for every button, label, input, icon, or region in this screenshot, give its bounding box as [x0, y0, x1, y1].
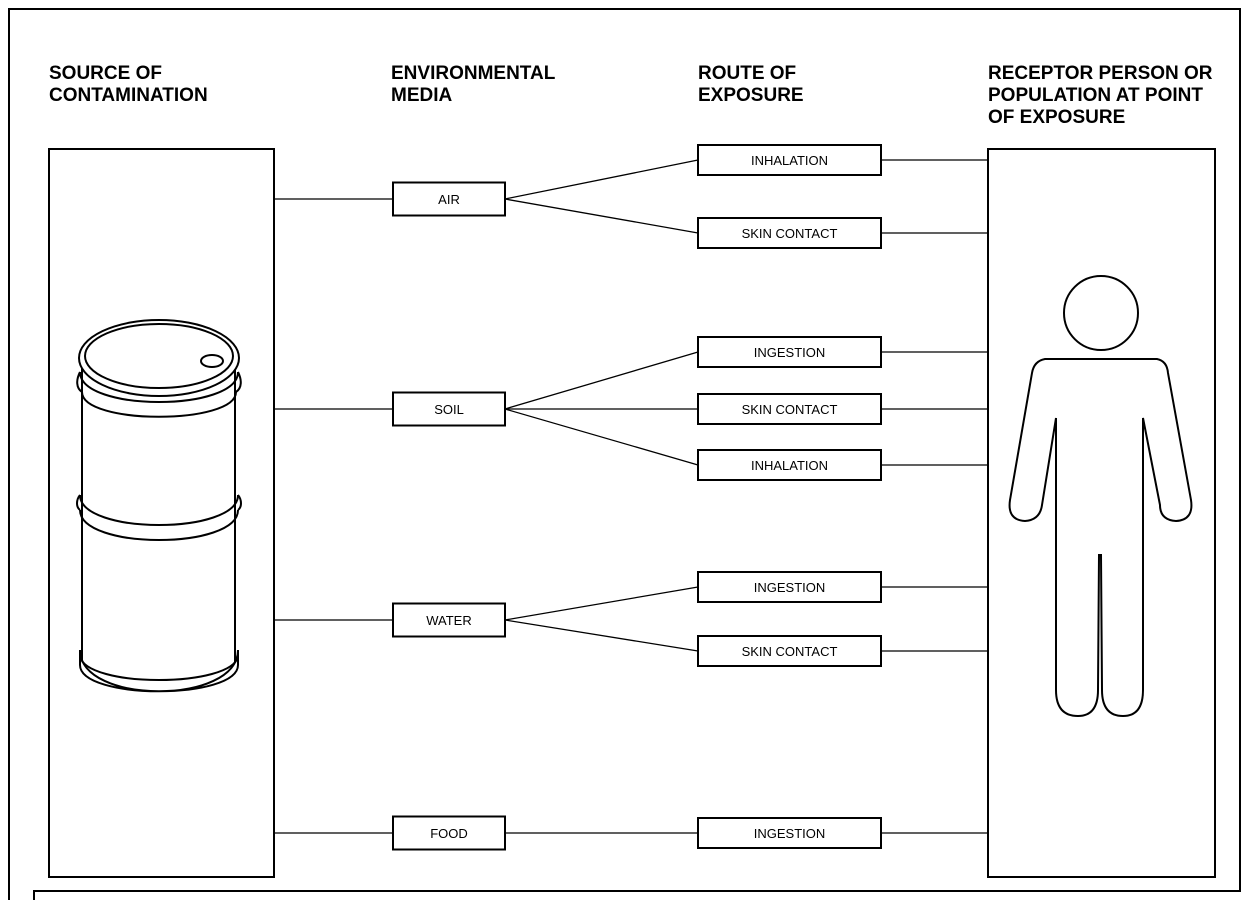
media-column: AIR SOIL WATER FOOD [392, 181, 506, 851]
water-to-skin-contact-line [504, 619, 699, 652]
media-label: WATER [426, 613, 472, 628]
route-box-air-inhalation: INHALATION [697, 144, 882, 176]
media-box-food: FOOD [392, 815, 506, 851]
route-label: SKIN CONTACT [742, 644, 838, 659]
media-label: FOOD [430, 826, 468, 841]
route-label: INHALATION [751, 458, 828, 473]
water-to-ingestion-line [504, 586, 699, 621]
route-box-air-skin-contact: SKIN CONTACT [697, 217, 882, 249]
barrel-icon [76, 319, 242, 693]
route-box-food-ingestion: INGESTION [697, 817, 882, 849]
route-column: INHALATION SKIN CONTACT INGESTION SKIN CONT… [697, 144, 882, 849]
route-label: INHALATION [751, 153, 828, 168]
header-source: SOURCE OF CONTAMINATION [49, 63, 208, 106]
outer-frame [8, 8, 1241, 900]
route-label: INGESTION [754, 826, 826, 841]
header-media: ENVIRONMENTAL MEDIA [391, 63, 560, 106]
header-receptor: RECEPTOR PERSON OR POPULATION AT POINT O… [988, 63, 1218, 128]
route-label: INGESTION [754, 345, 826, 360]
route-label: SKIN CONTACT [742, 402, 838, 417]
connector-lines [274, 159, 988, 834]
route-label: INGESTION [754, 580, 826, 595]
media-label: SOIL [434, 402, 464, 417]
soil-to-inhalation-line [504, 408, 699, 466]
header-route: ROUTE OF EXPOSURE [698, 63, 804, 106]
media-box-water: WATER [392, 602, 506, 638]
route-box-soil-inhalation: INHALATION [697, 449, 882, 481]
air-to-skin-contact-line [504, 198, 699, 234]
media-box-soil: SOIL [392, 391, 506, 427]
person-icon [1008, 275, 1193, 718]
route-box-water-ingestion: INGESTION [697, 571, 882, 603]
route-box-soil-ingestion: INGESTION [697, 336, 882, 368]
route-box-soil-skin-contact: SKIN CONTACT [697, 393, 882, 425]
media-label: AIR [438, 192, 460, 207]
route-box-water-skin-contact: SKIN CONTACT [697, 635, 882, 667]
route-label: SKIN CONTACT [742, 226, 838, 241]
air-to-inhalation-line [504, 159, 699, 200]
soil-to-ingestion-line [504, 351, 699, 410]
media-box-air: AIR [392, 181, 506, 217]
